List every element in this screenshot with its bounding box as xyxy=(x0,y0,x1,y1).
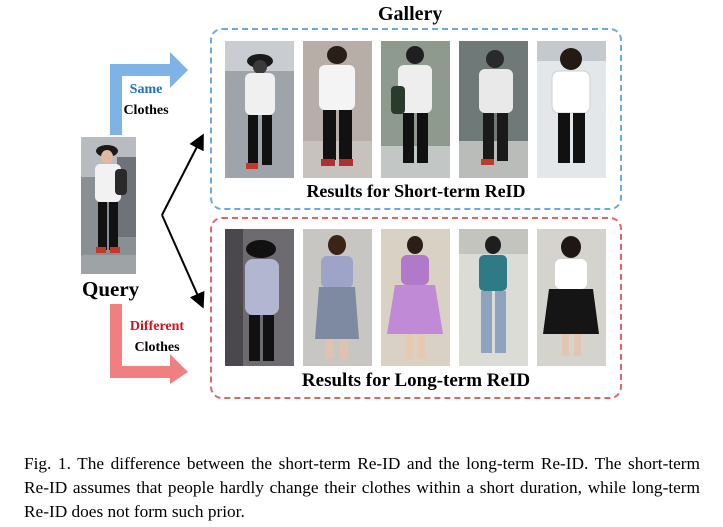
branch-arrows xyxy=(161,133,205,309)
same-clothes-text: Clothes xyxy=(123,103,169,118)
short-term-caption: Results for Short-term ReID xyxy=(306,181,526,201)
long-term-result-image xyxy=(537,229,606,366)
query-image xyxy=(81,137,136,274)
short-term-result-image xyxy=(381,41,450,178)
query-label: Query xyxy=(82,277,140,301)
short-term-result-image xyxy=(225,41,294,178)
long-term-results-box xyxy=(210,217,622,399)
same-label: Same xyxy=(129,82,163,97)
short-term-results-box xyxy=(210,28,622,210)
different-clothes-label: Different Clothes xyxy=(116,316,198,358)
short-term-result-image xyxy=(537,41,606,178)
different-label: Different xyxy=(129,319,185,334)
different-clothes-arrow-icon xyxy=(110,304,188,384)
short-term-result-image xyxy=(303,41,372,178)
long-term-result-image xyxy=(303,229,372,366)
short-term-result-image xyxy=(459,41,528,178)
long-term-result-image xyxy=(225,229,294,366)
gallery-title: Gallery xyxy=(378,3,443,25)
long-term-caption: Results for Long-term ReID xyxy=(301,370,531,391)
same-clothes-label: Same Clothes xyxy=(116,79,176,121)
same-clothes-arrow-icon xyxy=(110,52,188,135)
different-clothes-text: Clothes xyxy=(134,340,180,355)
long-term-result-image xyxy=(459,229,528,366)
figure-caption: Fig. 1. The difference between the short… xyxy=(24,454,700,521)
long-term-result-image xyxy=(381,229,450,366)
